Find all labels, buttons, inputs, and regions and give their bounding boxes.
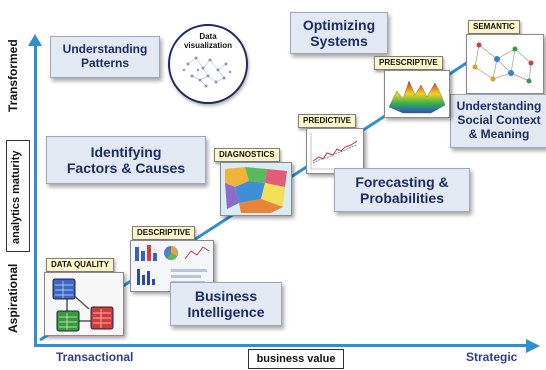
descriptive-tag: DESCRIPTIVE [132,226,196,240]
x-label-transactional: Transactional [56,350,134,364]
business-intelligence-line1: Business [194,287,258,304]
forecasting-probabilities-box: Forecasting & Probabilities [334,168,470,212]
data-visualization-label: Data visualization [170,32,246,50]
network-graph-icon [182,56,232,88]
data-visualization-circle: Data visualization [168,24,248,104]
database-tables-icon [52,278,114,332]
forecasting-line1: Forecasting & [355,173,449,190]
predictive-chart-image [306,128,364,174]
y-label-aspirational: Aspirational [6,263,20,333]
business-intelligence-line2: Intelligence [187,304,265,320]
y-axis-arrowhead [28,34,42,46]
semantic-network-image [466,34,544,94]
diagnostics-tag: DIAGNOSTICS [214,148,280,162]
data-quality-tag: DATA QUALITY [46,258,115,272]
data-visualization-line1: Data [199,32,217,41]
predictive-tag: PREDICTIVE [298,114,357,128]
y-label-box: analytics maturity [6,140,30,252]
data-quality-image [44,272,124,336]
understanding-social-box: Understanding Social Context & Meaning [450,94,546,148]
x-label-box: business value [248,349,344,369]
semantic-network-icon [472,42,534,84]
x-label-business-value: business value [256,353,336,365]
business-intelligence-box: Business Intelligence [170,282,282,326]
data-visualization-line2: visualization [183,41,232,50]
y-label-transformed: Transformed [6,39,20,112]
optimizing-systems-line1: Optimizing [302,16,376,33]
prescriptive-surface-icon [388,80,446,114]
prescriptive-surface-image [384,70,450,118]
understanding-social-line3: & Meaning [468,126,530,141]
understanding-patterns-line1: Understanding [62,42,148,57]
understanding-patterns-line2: Patterns [80,56,130,70]
optimizing-systems-box: Optimizing Systems [290,12,388,54]
diagnostics-map-icon [221,163,291,215]
semantic-tag: SEMANTIC [468,20,520,34]
y-axis [34,44,37,344]
predictive-chart-icon [310,133,359,170]
identifying-line2: Factors & Causes [66,160,186,176]
optimizing-systems-line2: Systems [310,33,368,49]
understanding-patterns-box: Understanding Patterns [50,36,160,78]
diagnostics-map-image [220,162,292,216]
forecasting-line2: Probabilities [359,190,445,206]
understanding-social-line1: Understanding [456,99,542,114]
identifying-line1: Identifying [90,143,162,160]
prescriptive-tag: PRESCRIPTIVE [374,56,443,70]
y-label-analytics-maturity: analytics maturity [10,150,22,244]
identifying-factors-box: Identifying Factors & Causes [46,136,206,184]
x-axis [34,344,528,347]
understanding-social-line2: Social Context [457,113,541,128]
x-axis-arrowhead [526,339,540,353]
x-label-strategic: Strategic [466,350,518,364]
